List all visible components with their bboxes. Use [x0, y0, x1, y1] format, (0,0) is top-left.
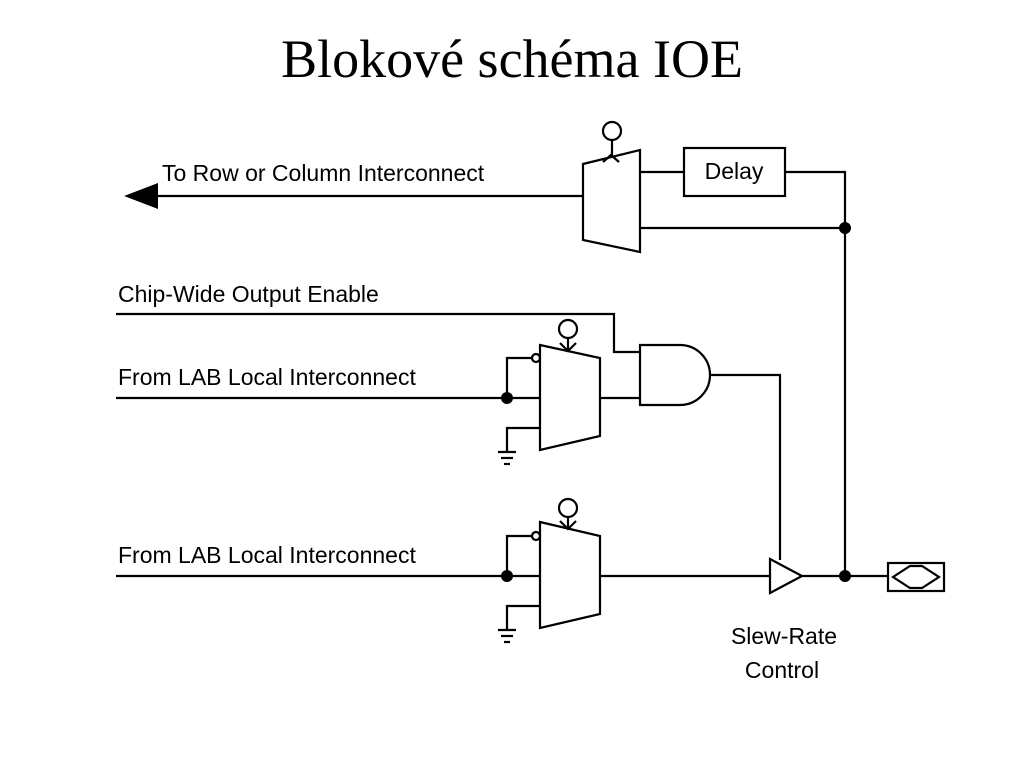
output-register-inversion-bubble: [530, 530, 542, 542]
oe-register-ground-wire: [505, 426, 540, 452]
input-register: [581, 148, 642, 254]
slew-rate-buffer: [768, 557, 805, 595]
output-register: [538, 520, 602, 630]
delay-label: Delay: [705, 158, 764, 184]
output-register-clock-circle: [557, 497, 579, 529]
output-register-feedback-wire: [505, 534, 532, 576]
oe-register-feedback-wire: [505, 356, 532, 398]
slew-rate-label-line1: Slew-Rate: [731, 623, 837, 649]
delay-feedback-wire: [785, 170, 847, 576]
oe-register: [538, 342, 602, 452]
junction-dot: [839, 570, 851, 582]
slew-rate-label-line2: Control: [745, 657, 819, 683]
slide-title: Blokové schéma IOE: [281, 29, 743, 89]
chip-wide-oe-wire: [116, 312, 640, 354]
io-pin-icon: [886, 561, 946, 593]
output-enable-wire: [710, 373, 782, 560]
to-row-column-arrow: [124, 183, 583, 209]
chip-wide-oe-label: Chip-Wide Output Enable: [118, 281, 379, 307]
ground-icon: [498, 628, 516, 644]
from-lab-label-1: From LAB Local Interconnect: [118, 364, 416, 390]
oe-register-clock-circle: [557, 318, 579, 351]
junction-dot: [839, 222, 851, 234]
oe-register-inversion-bubble: [530, 352, 542, 364]
output-register-ground-wire: [505, 604, 540, 630]
from-lab-label-2: From LAB Local Interconnect: [118, 542, 416, 568]
and-gate: [638, 343, 712, 407]
to-row-column-label: To Row or Column Interconnect: [162, 160, 485, 186]
input-register-clock-circle: [601, 120, 623, 156]
delay-block: [682, 146, 787, 198]
ground-icon: [498, 450, 516, 466]
